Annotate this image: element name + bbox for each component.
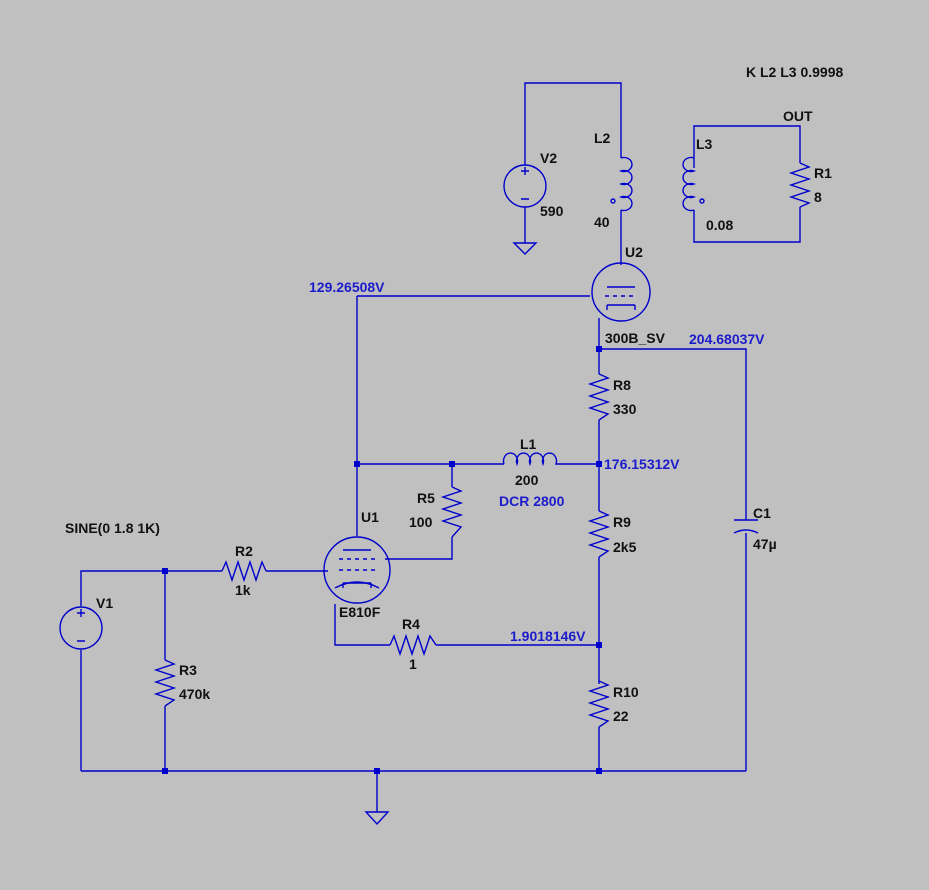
l2-name: L2 [594,130,611,146]
r10-name: R10 [613,684,639,700]
r10-value: 22 [613,708,629,724]
voltage-source-v2[interactable] [503,164,547,208]
resistor-r4[interactable] [389,633,437,657]
l1-dcr: DCR 2800 [499,493,565,509]
inductor-l2[interactable] [610,156,633,212]
inductor-l1[interactable] [502,452,558,467]
r3-name: R3 [179,662,197,678]
r8-value: 330 [613,401,637,417]
r5-name: R5 [417,490,435,506]
voltage-source-v1[interactable] [59,606,103,650]
r1-value: 8 [814,189,822,205]
wires [80,82,801,812]
l3-value: 0.08 [706,217,733,233]
v2-name: V2 [540,150,557,166]
r1-name: R1 [814,165,832,181]
r4-value: 1 [409,656,417,672]
v2-value: 590 [540,203,564,219]
u2-name: U2 [625,244,643,260]
u2-model: 300B_SV [605,330,666,346]
resistor-r8[interactable] [587,373,611,421]
resistor-r5[interactable] [440,486,464,538]
r5-value: 100 [409,514,433,530]
inductor-l3[interactable] [682,156,705,212]
u1-model: E810F [339,604,381,620]
v1-spec: SINE(0 1.8 1K) [65,520,160,536]
resistor-r9[interactable] [587,510,611,558]
l1-value: 200 [515,472,539,488]
voltage-u2-cathode: 204.68037V [689,331,765,347]
r2-name: R2 [235,543,253,559]
voltage-l1-node: 176.15312V [604,456,680,472]
ground-icon [512,242,538,255]
c1-name: C1 [753,505,771,521]
triode-u2[interactable] [591,262,651,322]
resistor-r1[interactable] [788,162,812,208]
u1-name: U1 [361,509,379,525]
capacitor-c1[interactable] [733,519,759,534]
c1-value: 47µ [753,536,777,552]
l1-name: L1 [520,436,537,452]
resistor-r10[interactable] [587,680,611,728]
resistor-r2[interactable] [221,559,267,583]
coupling-directive: K L2 L3 0.9998 [746,64,843,80]
resistor-r3[interactable] [153,659,177,707]
ground-icon [364,811,390,826]
v1-name: V1 [96,595,113,611]
out-net-label: OUT [783,108,813,124]
pentode-u1[interactable] [323,536,391,604]
r2-value: 1k [235,582,251,598]
voltage-r4-node: 1.9018146V [510,628,586,644]
l2-value: 40 [594,214,610,230]
junction-dots [162,346,602,774]
r9-name: R9 [613,514,631,530]
voltage-u2-grid: 129.26508V [309,279,385,295]
l3-name: L3 [696,136,713,152]
r8-name: R8 [613,377,631,393]
r3-value: 470k [179,686,210,702]
r9-value: 2k5 [613,539,637,555]
r4-name: R4 [402,616,420,632]
